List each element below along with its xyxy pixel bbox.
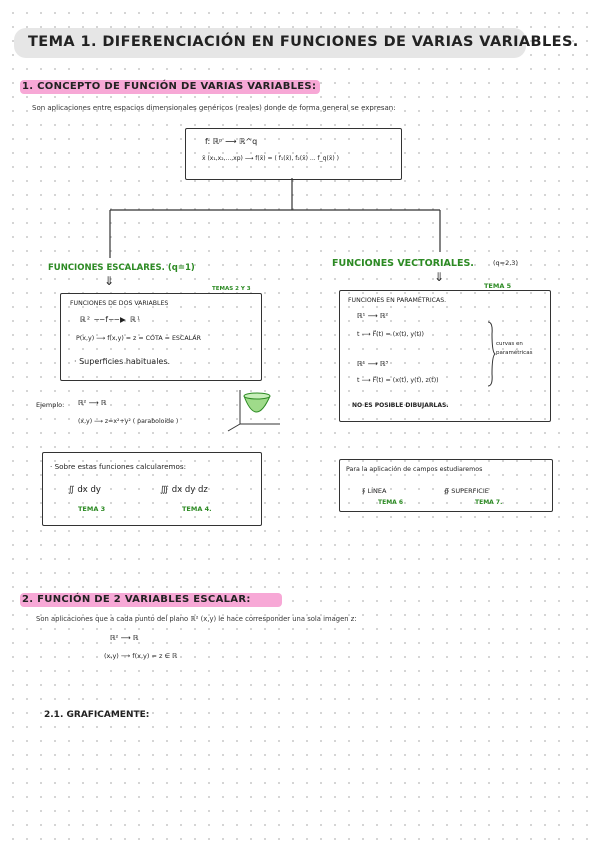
section2-map: ℝ² ⟶ ℝ [110, 634, 139, 642]
section2-intro: Son aplicaciones que a cada punto del pl… [36, 615, 357, 623]
vector-q: (q=2,3) [493, 259, 518, 267]
scalar-calc-box [42, 452, 262, 526]
scalar-point-line: P(x,y) ⟶ f(x,y) = z = COTA = ESCALAR [76, 335, 201, 342]
example-map: ℝ² ⟶ ℝ [78, 399, 107, 407]
scalar-map-line: ℝ² ──f──▶ ℝ¹ [80, 315, 142, 324]
paraboloid-icon [227, 390, 280, 432]
general-definition-box [185, 128, 402, 180]
vector-heading: FUNCIONES VECTORIALES. [332, 258, 474, 269]
example-label: Ejemplo: [36, 401, 65, 409]
vector-curves-note: curvas en paramétricas [496, 341, 533, 356]
general-vector-function: x̄ (x₁,x₂,...,xp) ⟶ f(x̄) = ( f₁(x̄), f₂… [202, 155, 339, 162]
scalar-surfaces: · Superficies habituales. [74, 357, 171, 366]
scalar-arrow-icon: ⇓ [104, 274, 115, 288]
scalar-heading: FUNCIONES ESCALARES. (q=1) [48, 263, 195, 273]
tema4-tag: TEMA 4. [182, 505, 212, 513]
section2-point-line: (x,y) ⟶ f(x,y) = z ∈ ℝ [104, 652, 178, 660]
vector-tema-tag: TEMA 5 [484, 282, 512, 290]
vector-box-title: FUNCIONES EN PARAMÉTRICAS. [348, 297, 447, 304]
section1-intro: Son aplicaciones entre espacios dimensio… [32, 104, 396, 112]
example-function: (x,y) ⟶ z=x²+y² ( paraboloide ) [78, 418, 179, 425]
section1-highlight [20, 80, 320, 94]
vector-map2-t: t ⟶ F⃗(t) = (x(t), y(t), z(t)) [357, 377, 439, 384]
tema6-tag: TEMA 6 [378, 499, 404, 506]
section1-heading: 1. CONCEPTO DE FUNCIÓN DE VARIAS VARIABL… [22, 81, 317, 92]
general-map: f: ℝᵖ ⟶ ℝ^q [205, 137, 258, 146]
vector-not-possible: NO ES POSIBLE DIBUJARLAS. [352, 402, 449, 409]
vector-box [339, 290, 551, 422]
vector-map1: ℝ¹ ⟶ ℝ² [357, 312, 389, 320]
curly-brace-icon [487, 321, 496, 387]
vector-fields-title: Para la aplicación de campos estudiaremo… [346, 466, 483, 473]
scalar-calc-title: · Sobre estas funciones calcularemos: [50, 462, 187, 471]
line-integral: ∮ LÍNEA [362, 487, 387, 495]
scalar-box-title: FUNCIONES DE DOS VARIABLES [70, 300, 169, 307]
section2-1-heading: 2.1. GRAFICAMENTE: [44, 710, 150, 720]
tema3-tag: TEMA 3 [78, 505, 106, 513]
scalar-box [60, 293, 262, 381]
vector-map1-t: t ⟶ F⃗(t) = (x(t), y(t)) [357, 331, 424, 338]
page-title: TEMA 1. DIFERENCIACIÓN EN FUNCIONES DE V… [28, 34, 579, 50]
section2-heading: 2. FUNCIÓN DE 2 VARIABLES ESCALAR: [22, 594, 251, 605]
vector-fields-box [339, 459, 553, 512]
vector-arrow-icon: ⇓ [434, 270, 445, 284]
section2-highlight [20, 593, 282, 607]
double-integral: ∬ dx dy [68, 485, 101, 495]
title-band [14, 28, 526, 58]
scalar-tema-tag: TEMAS 2 Y 3 [212, 286, 251, 292]
vector-map2: ℝ¹ ⟶ ℝ³ [357, 360, 389, 368]
tema7-tag: TEMA 7. [475, 499, 503, 506]
triple-integral: ∭ dx dy dz [160, 485, 208, 495]
surface-integral: ∯ SUPERFICIE [444, 487, 489, 495]
